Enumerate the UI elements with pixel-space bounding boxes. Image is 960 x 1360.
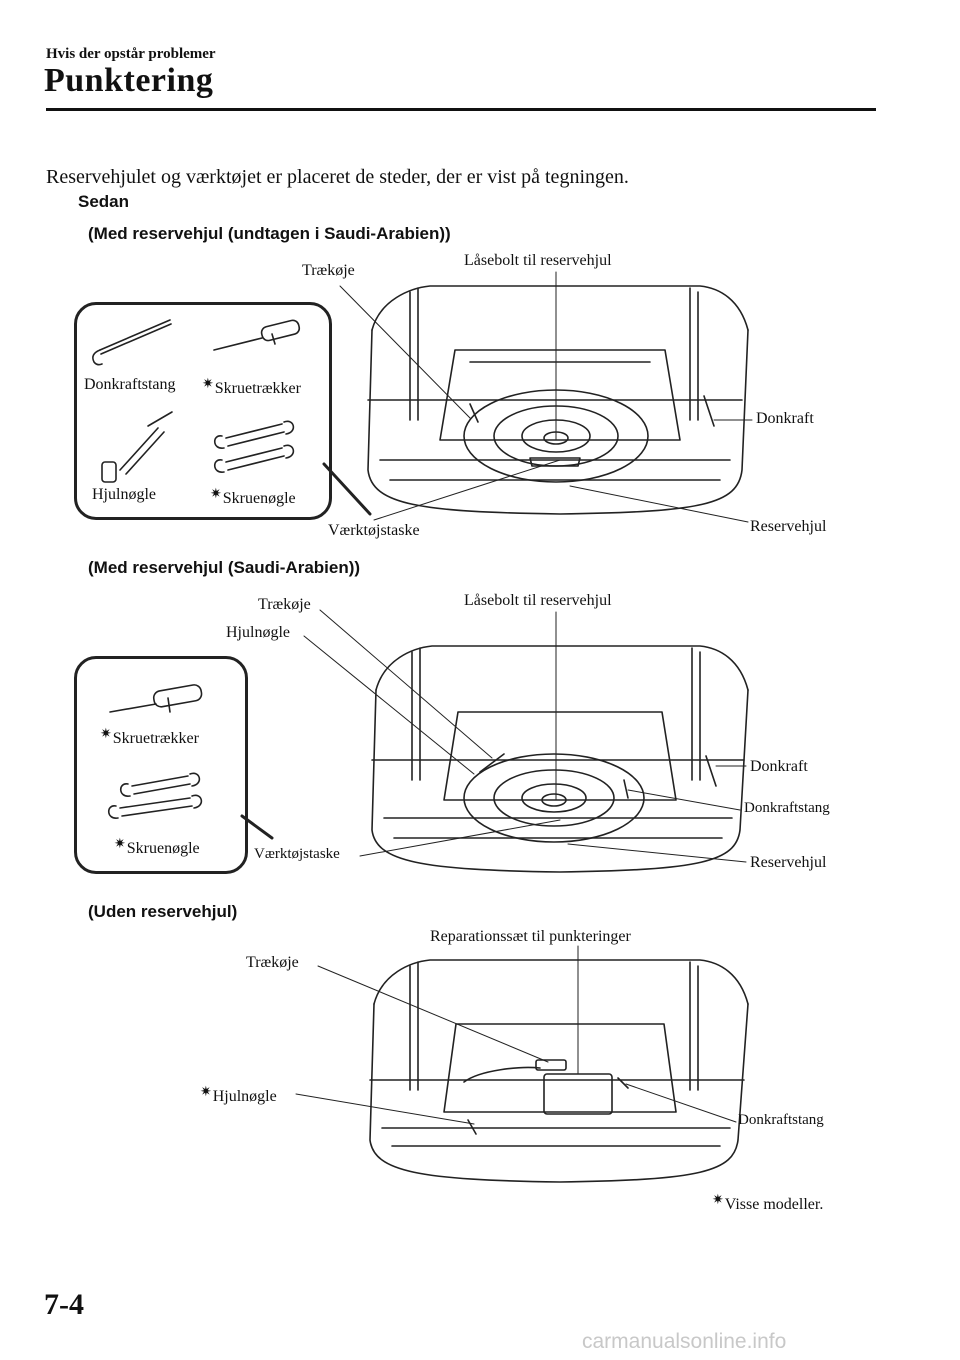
label-hjulnoegle-3: ✷Hjulnøgle — [200, 1085, 277, 1105]
star-icon: ✷ — [100, 727, 112, 742]
star-icon: ✷ — [712, 1193, 724, 1208]
title-rule — [46, 108, 876, 111]
intro-text: Reservehjulet og værktøjet er placeret d… — [46, 166, 629, 188]
star-icon: ✷ — [210, 487, 222, 502]
star-icon: ✷ — [202, 377, 214, 392]
trunk-drawing-3 — [369, 959, 749, 1183]
tool-hjulnoegle-1: Hjulnøgle — [92, 486, 156, 503]
label-vaerktoejstaske-2: Værktøjstaske — [254, 846, 340, 862]
page-number: 7-4 — [44, 1288, 84, 1321]
screwdriver-icon — [213, 319, 301, 351]
label-laasebolt-2: Låsebolt til reservehjul — [464, 592, 612, 609]
label-donkraftstang-3: Donkraftstang — [738, 1112, 824, 1128]
label-traekoeje-2: Trækøje — [258, 596, 311, 613]
model-label: Sedan — [78, 192, 130, 211]
star-icon: ✷ — [114, 837, 126, 852]
diagram2-heading: (Med reservehjul (Saudi-Arabien)) — [88, 558, 361, 577]
diagram1-heading: (Med reservehjul (undtagen i Saudi-Arabi… — [88, 224, 451, 243]
wheel-wrench-icon — [101, 411, 173, 483]
label-laasebolt-1: Låsebolt til reservehjul — [464, 252, 612, 269]
tool-skruetraekker-2: ✷Skruetrækker — [100, 727, 199, 747]
trunk-drawing-1 — [367, 285, 749, 515]
label-reparationssaet-3: Reparationssæt til punkteringer — [430, 928, 631, 945]
diagram1-tool-bubble — [74, 302, 332, 520]
screwdriver-icon — [109, 684, 203, 713]
wrench-icon — [107, 772, 203, 819]
watermark: carmanualsonline.info — [582, 1330, 787, 1353]
tool-donkraftstang-1: Donkraftstang — [84, 376, 176, 393]
label-donkraft-2: Donkraft — [750, 758, 808, 775]
page-title: Punktering — [44, 62, 214, 99]
star-icon: ✷ — [200, 1085, 212, 1100]
label-traekoeje-1: Trækøje — [302, 262, 355, 279]
label-traekoeje-3: Trækøje — [246, 954, 299, 971]
label-reservehjul-1: Reservehjul — [750, 518, 827, 535]
footnote: ✷Visse modeller. — [712, 1193, 824, 1213]
wrench-icon — [213, 420, 295, 473]
tool-skruenoegle-1: ✷Skruenøgle — [210, 487, 296, 507]
trunk-drawing-2 — [371, 645, 749, 873]
label-reservehjul-2: Reservehjul — [750, 854, 827, 871]
section-header: Hvis der opstår problemer — [46, 46, 216, 62]
jack-handle-icon — [92, 319, 172, 366]
label-donkraft-1: Donkraft — [756, 410, 814, 427]
tool-skruetraekker-1: ✷Skruetrækker — [202, 377, 301, 397]
label-vaerktoejstaske-1: Værktøjstaske — [328, 522, 420, 539]
diagram3-heading: (Uden reservehjul) — [88, 902, 238, 921]
label-hjulnoegle-2: Hjulnøgle — [226, 624, 290, 641]
label-donkraftstang-2: Donkraftstang — [744, 800, 830, 816]
tool-skruenoegle-2: ✷Skruenøgle — [114, 837, 200, 857]
